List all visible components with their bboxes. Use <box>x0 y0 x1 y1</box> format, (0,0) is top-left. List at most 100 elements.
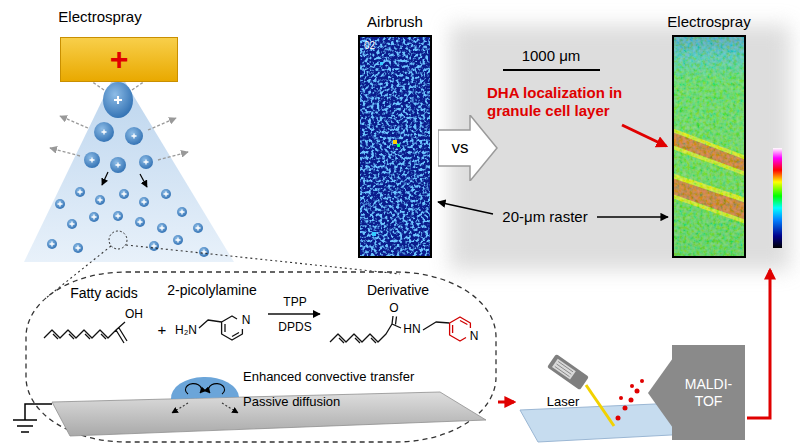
electrospray-plume <box>84 152 100 168</box>
maldi-stage <box>629 398 634 403</box>
zoom-callout <box>26 245 496 442</box>
node-label: Electrospray <box>667 13 750 30</box>
substrate-droplet <box>172 403 188 413</box>
electrospray-plume <box>50 148 80 156</box>
electrospray-plume <box>138 220 143 225</box>
text-label: Fatty acids <box>70 285 138 302</box>
electrospray-heatmap <box>672 35 746 258</box>
electrospray-plume <box>103 82 133 118</box>
color-bar <box>773 148 782 248</box>
text-label: Electrospray <box>58 8 141 26</box>
electrospray-plume <box>50 242 55 247</box>
electrospray-plume <box>157 223 167 233</box>
label-box: OH <box>125 307 143 321</box>
electrospray-plume <box>160 226 165 231</box>
electrospray-plume <box>98 198 103 203</box>
electrospray-plume <box>193 223 203 233</box>
chemical-structures <box>330 316 450 342</box>
maldi-stage <box>547 354 589 390</box>
label-box: DHA localization in granule cell layer <box>487 84 647 120</box>
node-label: vs <box>438 136 482 160</box>
electrospray-plume <box>94 122 114 142</box>
label-box: Laser <box>547 394 580 410</box>
text-label: DPDS <box>278 320 311 334</box>
electrospray-plume <box>139 197 149 207</box>
electrospray-plume <box>102 172 147 187</box>
chemical-structures <box>44 322 127 343</box>
electrospray-plume <box>70 222 75 227</box>
maldi-stage <box>640 379 644 383</box>
electrospray-plume <box>24 72 234 262</box>
airbrush-image: Airbrush02 <box>358 35 432 258</box>
substrate-droplet <box>185 384 201 394</box>
airbrush-heatmap <box>358 35 432 258</box>
electrospray-plume <box>113 211 123 221</box>
electrospray-plume <box>119 189 129 199</box>
text-label: HN <box>403 322 420 336</box>
electrospray-plume <box>73 243 83 253</box>
maldi-stage <box>648 358 673 428</box>
chemical-structures <box>450 317 471 341</box>
electrospray-plume <box>180 210 185 215</box>
airbrush-heatmap <box>397 144 400 147</box>
maldi-stage <box>586 385 614 426</box>
electrospray-plume <box>55 199 65 209</box>
electrospray-plume <box>116 214 121 219</box>
electrospray-plume <box>76 246 81 251</box>
substrate-droplet <box>52 377 486 436</box>
text-label: N <box>470 329 479 343</box>
electrospray-plume <box>60 116 88 128</box>
electrospray-plume <box>122 192 127 197</box>
maldi-stage <box>623 406 628 411</box>
substrate-droplet <box>222 403 238 413</box>
electrospray-plume <box>67 219 77 229</box>
chemical-structures <box>268 313 320 314</box>
text-label: TPP <box>283 295 306 309</box>
electrospray-plume <box>148 118 176 130</box>
electrospray-plume <box>75 187 85 197</box>
electrospray-plume <box>177 207 187 217</box>
substrate-droplet <box>52 392 486 436</box>
label-box: H₂N <box>175 323 197 337</box>
text-label: 1000 μm <box>522 47 581 65</box>
electrospray-plume <box>139 155 153 169</box>
node-sublabel: 02 <box>364 40 375 52</box>
flow-arrows <box>498 401 514 404</box>
substrate-droplet <box>172 403 238 413</box>
electrospray-plume <box>116 163 121 168</box>
electrospray-plume <box>90 158 95 163</box>
electrospray-plume <box>176 238 181 243</box>
maldi-stage <box>552 359 576 380</box>
label-box: TPP <box>283 295 306 309</box>
electrospray-plume <box>92 215 97 220</box>
raster-arrows <box>597 216 668 217</box>
text-label: 2-picolylamine <box>167 282 256 299</box>
text-label: 20-μm raster <box>502 208 587 226</box>
electrospray-plume <box>142 200 147 205</box>
airbrush-heatmap <box>358 35 432 258</box>
electrospray-plume <box>102 130 107 135</box>
node-label: Airbrush <box>367 13 423 30</box>
maldi-stage <box>547 354 589 390</box>
electrospray-plume <box>199 247 209 257</box>
electrospray-plume <box>125 127 143 145</box>
label-box: N <box>242 313 251 327</box>
airbrush-heatmap <box>358 35 432 258</box>
text-label: N <box>242 313 251 327</box>
maldi-stage <box>635 389 640 394</box>
electrospray-plume <box>132 134 137 139</box>
label-box: Electrospray <box>58 8 141 26</box>
label-box: Fatty acids <box>70 285 138 302</box>
zoom-callout <box>26 272 496 442</box>
label-box: Derivative <box>367 282 429 299</box>
electrospray-plume <box>102 172 108 185</box>
electrospray-heatmap <box>672 35 746 258</box>
node-label: + <box>110 41 129 78</box>
electrospray-plume <box>149 241 159 251</box>
electrospray-plume <box>95 195 105 205</box>
electrode-plate: + <box>60 37 178 82</box>
maldi-stage <box>555 362 573 377</box>
electrospray-heatmap <box>672 35 746 258</box>
electrospray-plume <box>140 174 147 187</box>
